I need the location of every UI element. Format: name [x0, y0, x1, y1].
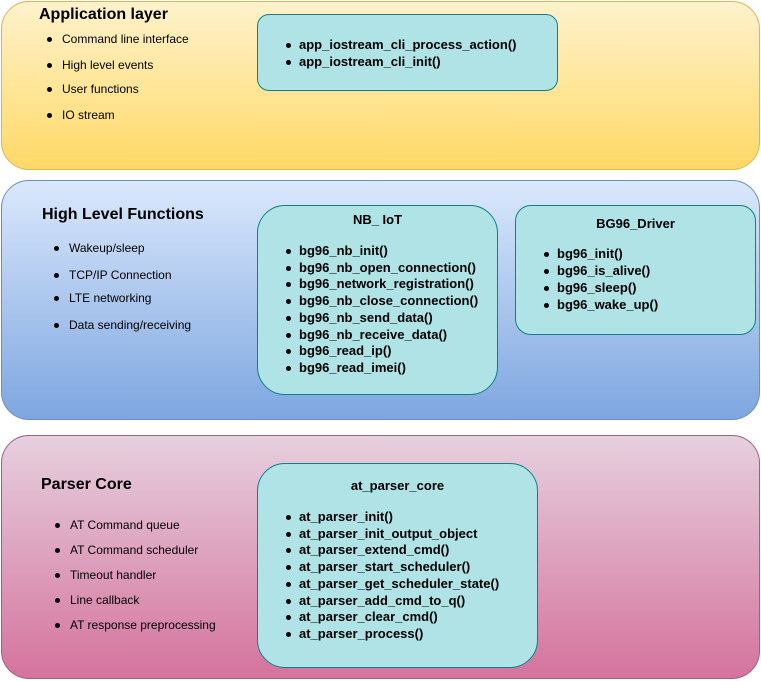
bg96-driver-title: BG96_Driver [596, 216, 675, 231]
app-feature: IO stream [47, 108, 115, 122]
function-item: bg96_nb_open_connection() [286, 260, 476, 275]
at-parser-core-box: at_parser_core [257, 463, 538, 668]
parser-feature: Line callback [54, 593, 140, 607]
function-item: bg96_init() [544, 246, 623, 261]
app-feature: Command line interface [47, 32, 189, 46]
function-item: at_parser_clear_cmd() [286, 609, 438, 624]
parser-core-title: Parser Core [41, 476, 132, 493]
at-parser-core-title: at_parser_core [350, 478, 445, 493]
function-item: bg96_sleep() [543, 280, 637, 295]
function-item: app_iostream_cli_init() [286, 54, 441, 69]
function-item: bg96_nb_send_data() [286, 310, 433, 325]
nb-iot-title: NB_ IoT [352, 212, 403, 227]
nb-iot-box: NB_ IoT [257, 205, 498, 395]
function-item: bg96_nb_receive_data() [285, 327, 448, 342]
parser-feature: AT Command queue [55, 518, 180, 532]
function-item: bg96_nb_close_connection() [285, 293, 479, 308]
hlf-feature: Wakeup/sleep [54, 241, 145, 255]
bg96-driver-box: BG96_Driver [515, 205, 756, 335]
function-item: bg96_read_imei() [286, 360, 406, 375]
function-item: at_parser_start_scheduler() [285, 559, 471, 574]
function-item: app_iostream_cli_process_action() [285, 37, 517, 52]
app-feature: High level events [46, 58, 154, 72]
function-item: bg96_is_alive() [543, 263, 651, 278]
high-level-functions-title: High Level Functions [42, 206, 204, 223]
hlf-feature: LTE networking [53, 291, 152, 305]
app-iostream-box [257, 14, 558, 91]
function-item: bg96_network_registration() [286, 276, 474, 291]
function-item: at_parser_init() [286, 509, 393, 524]
hlf-feature: TCP/IP Connection [54, 268, 172, 282]
function-item: at_parser_add_cmd_to_q() [285, 593, 466, 608]
function-item: bg96_read_ip() [285, 343, 392, 358]
app-feature: User functions [47, 82, 139, 96]
function-item: at_parser_init_output_object [285, 526, 478, 541]
parser-feature: Timeout handler [54, 568, 157, 582]
application-layer-title: Application layer [39, 6, 168, 23]
function-item: bg96_nb_init() [286, 243, 388, 258]
function-item: at_parser_get_scheduler_state() [285, 576, 500, 591]
parser-feature: AT response preprocessing [55, 618, 216, 632]
function-item: at_parser_process() [285, 626, 424, 641]
function-item: bg96_wake_up() [543, 297, 659, 312]
parser-feature: AT Command scheduler [54, 543, 199, 557]
hlf-feature: Data sending/receiving [53, 318, 192, 332]
function-item: at_parser_extend_cmd() [285, 542, 450, 557]
